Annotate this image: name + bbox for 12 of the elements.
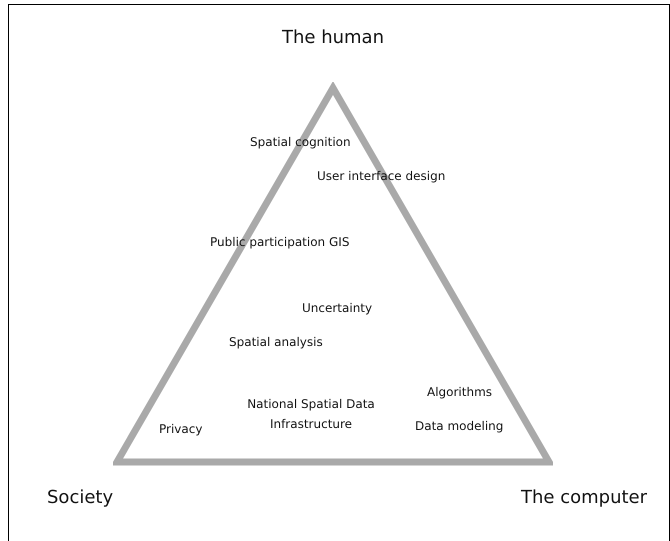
vertex-label: Society [47,487,114,508]
topic-label: Spatial analysis [229,335,323,349]
topic-label: Spatial cognition [250,135,351,149]
topic-label: Algorithms [427,385,492,399]
topic-label: Data modeling [415,419,504,433]
topic-label: User interface design [317,169,446,183]
vertex-label: The computer [521,487,648,508]
topic-label: Privacy [159,422,202,436]
topic-label: National Spatial Data Infrastructure [246,396,376,433]
topic-label: Uncertainty [302,301,372,315]
topic-label: Public participation GIS [210,235,350,249]
vertex-label: The human [282,27,384,48]
